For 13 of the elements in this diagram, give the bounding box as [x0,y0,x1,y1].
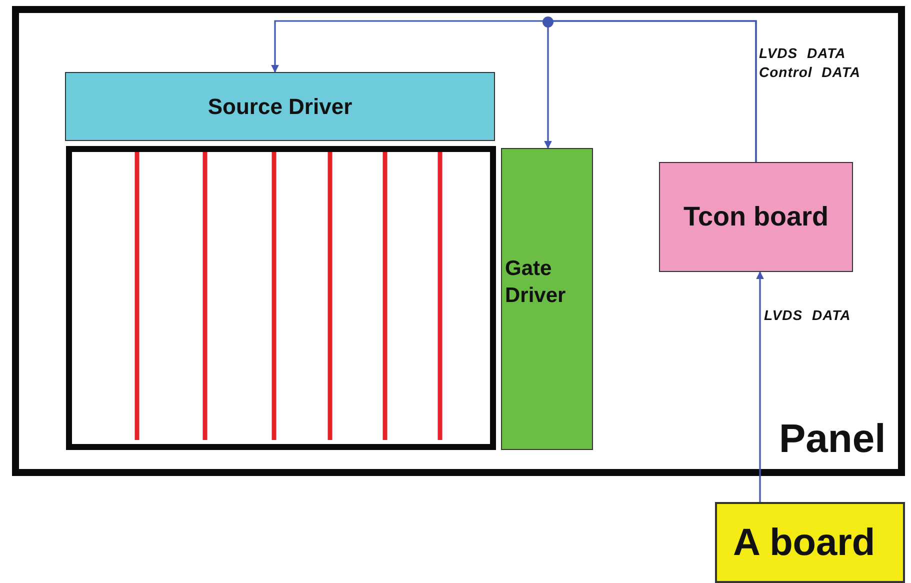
box-label: Gate Driver [505,256,567,310]
source-driver-box [65,72,495,141]
panel-frame [12,6,905,476]
box-label: Panel [779,417,886,462]
box-label: Tcon board [684,202,828,232]
a-board-box [715,502,905,583]
arrow [544,20,757,162]
pixel-array-box [66,146,496,450]
box-label: Source Driver [208,94,352,120]
arrow [756,271,764,502]
gate-driver-box [501,148,593,450]
tcon-board-box [659,162,853,272]
box-label: A board [733,522,876,565]
